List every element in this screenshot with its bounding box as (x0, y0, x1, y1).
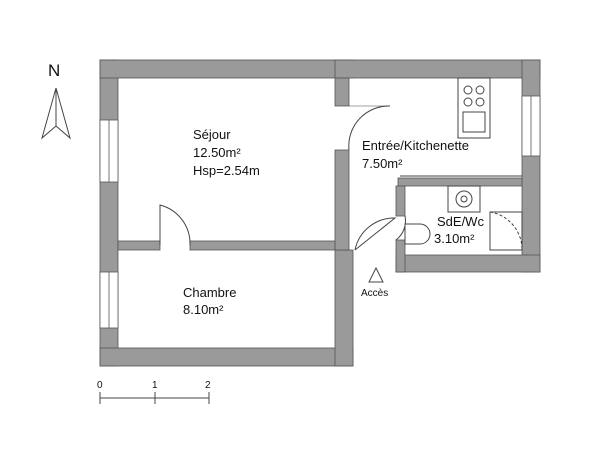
door-sejour (348, 105, 391, 151)
entree-area: 7.50m² (362, 156, 403, 171)
sejour-area: 12.50m² (193, 145, 241, 160)
wall-chambre-top-right (189, 240, 336, 251)
wall-chambre-top-left (117, 240, 161, 251)
wall-partition-mid (334, 149, 350, 251)
windows (99, 95, 541, 329)
wall-top-left (99, 59, 354, 79)
chambre-name: Chambre (183, 285, 236, 300)
toilet-icon (404, 223, 431, 245)
room-chambre: Chambre 8.10m² (183, 285, 236, 317)
door-entree (354, 217, 397, 251)
wall-bath-left-stub (395, 239, 406, 273)
wall-bath-bottom (395, 254, 541, 273)
entrance: Accès (361, 266, 388, 299)
shower-icon (489, 211, 523, 251)
door-chambre (159, 204, 191, 246)
doors (159, 105, 406, 251)
sejour-height: Hsp=2.54m (193, 163, 260, 178)
wall-partition-top (334, 77, 350, 107)
wall-bath-top (397, 177, 523, 187)
room-sejour: Séjour 12.50m² Hsp=2.54m (193, 127, 260, 178)
room-entree: Entrée/Kitchenette 7.50m² (362, 138, 469, 171)
door-bath (395, 215, 406, 241)
sdb-name: SdE/Wc (437, 214, 484, 229)
scale-tick-1: 1 (152, 380, 158, 391)
chambre-area: 8.10m² (183, 302, 224, 317)
scale-bar: 0 1 2 (97, 380, 211, 404)
north-label: N (48, 61, 60, 80)
wall-bottom (99, 347, 354, 367)
bathroom (404, 185, 523, 251)
wall-right (521, 59, 541, 273)
kitchen (400, 77, 522, 177)
room-sdb: SdE/Wc 3.10m² (434, 214, 484, 246)
scale-tick-0: 0 (97, 380, 103, 391)
sdb-area: 3.10m² (434, 231, 475, 246)
entrance-label: Accès (361, 288, 388, 299)
sink-icon (462, 111, 486, 133)
entrance-arrow-icon (368, 266, 384, 283)
wall-mid-lower (334, 249, 354, 367)
sejour-name: Séjour (193, 127, 231, 142)
north-arrow-icon (41, 87, 71, 140)
scale-tick-2: 2 (205, 380, 211, 391)
north-compass: N (41, 61, 71, 140)
wall-top-right (334, 59, 541, 79)
entree-name: Entrée/Kitchenette (362, 138, 469, 153)
wall-bath-left (395, 185, 406, 217)
